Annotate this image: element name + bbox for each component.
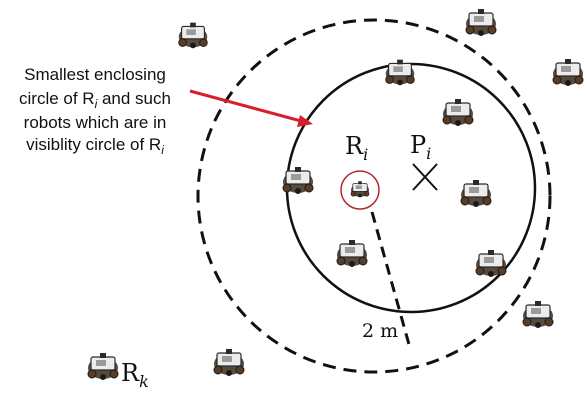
distance-label: 2 m: [362, 320, 398, 342]
robot-icon: [336, 239, 368, 268]
robot-k-label: Rk: [121, 359, 149, 391]
point-p-marker: [412, 163, 438, 191]
point-p-label: Pi: [410, 131, 431, 163]
robot-icon: [552, 58, 584, 87]
radius-line: [370, 211, 412, 349]
robot-icon: [213, 348, 245, 377]
robot-icon: [522, 300, 554, 329]
visibility-circle: [196, 18, 552, 374]
robot-icon: [475, 249, 507, 278]
robot-icon: [350, 180, 370, 198]
robot-icon: [178, 22, 208, 49]
robot-icon: [465, 8, 497, 37]
annotation-line-3: robots which are in: [24, 113, 167, 132]
annotation-line-1: Smallest enclosing: [24, 65, 166, 84]
robot-icon: [442, 98, 474, 127]
robot-i-label: Ri: [345, 132, 368, 164]
robot-i-highlight-circle: [340, 170, 380, 210]
robot-icon: [385, 59, 415, 86]
robot-icon: [87, 352, 119, 381]
annotation-arrow: [189, 89, 313, 127]
annotation-line-4: visiblity circle of Ri: [26, 135, 164, 157]
annotation-line-2: circle of Ri and such: [19, 89, 171, 111]
robot-icon: [282, 166, 314, 195]
robot-icon: [460, 179, 492, 208]
